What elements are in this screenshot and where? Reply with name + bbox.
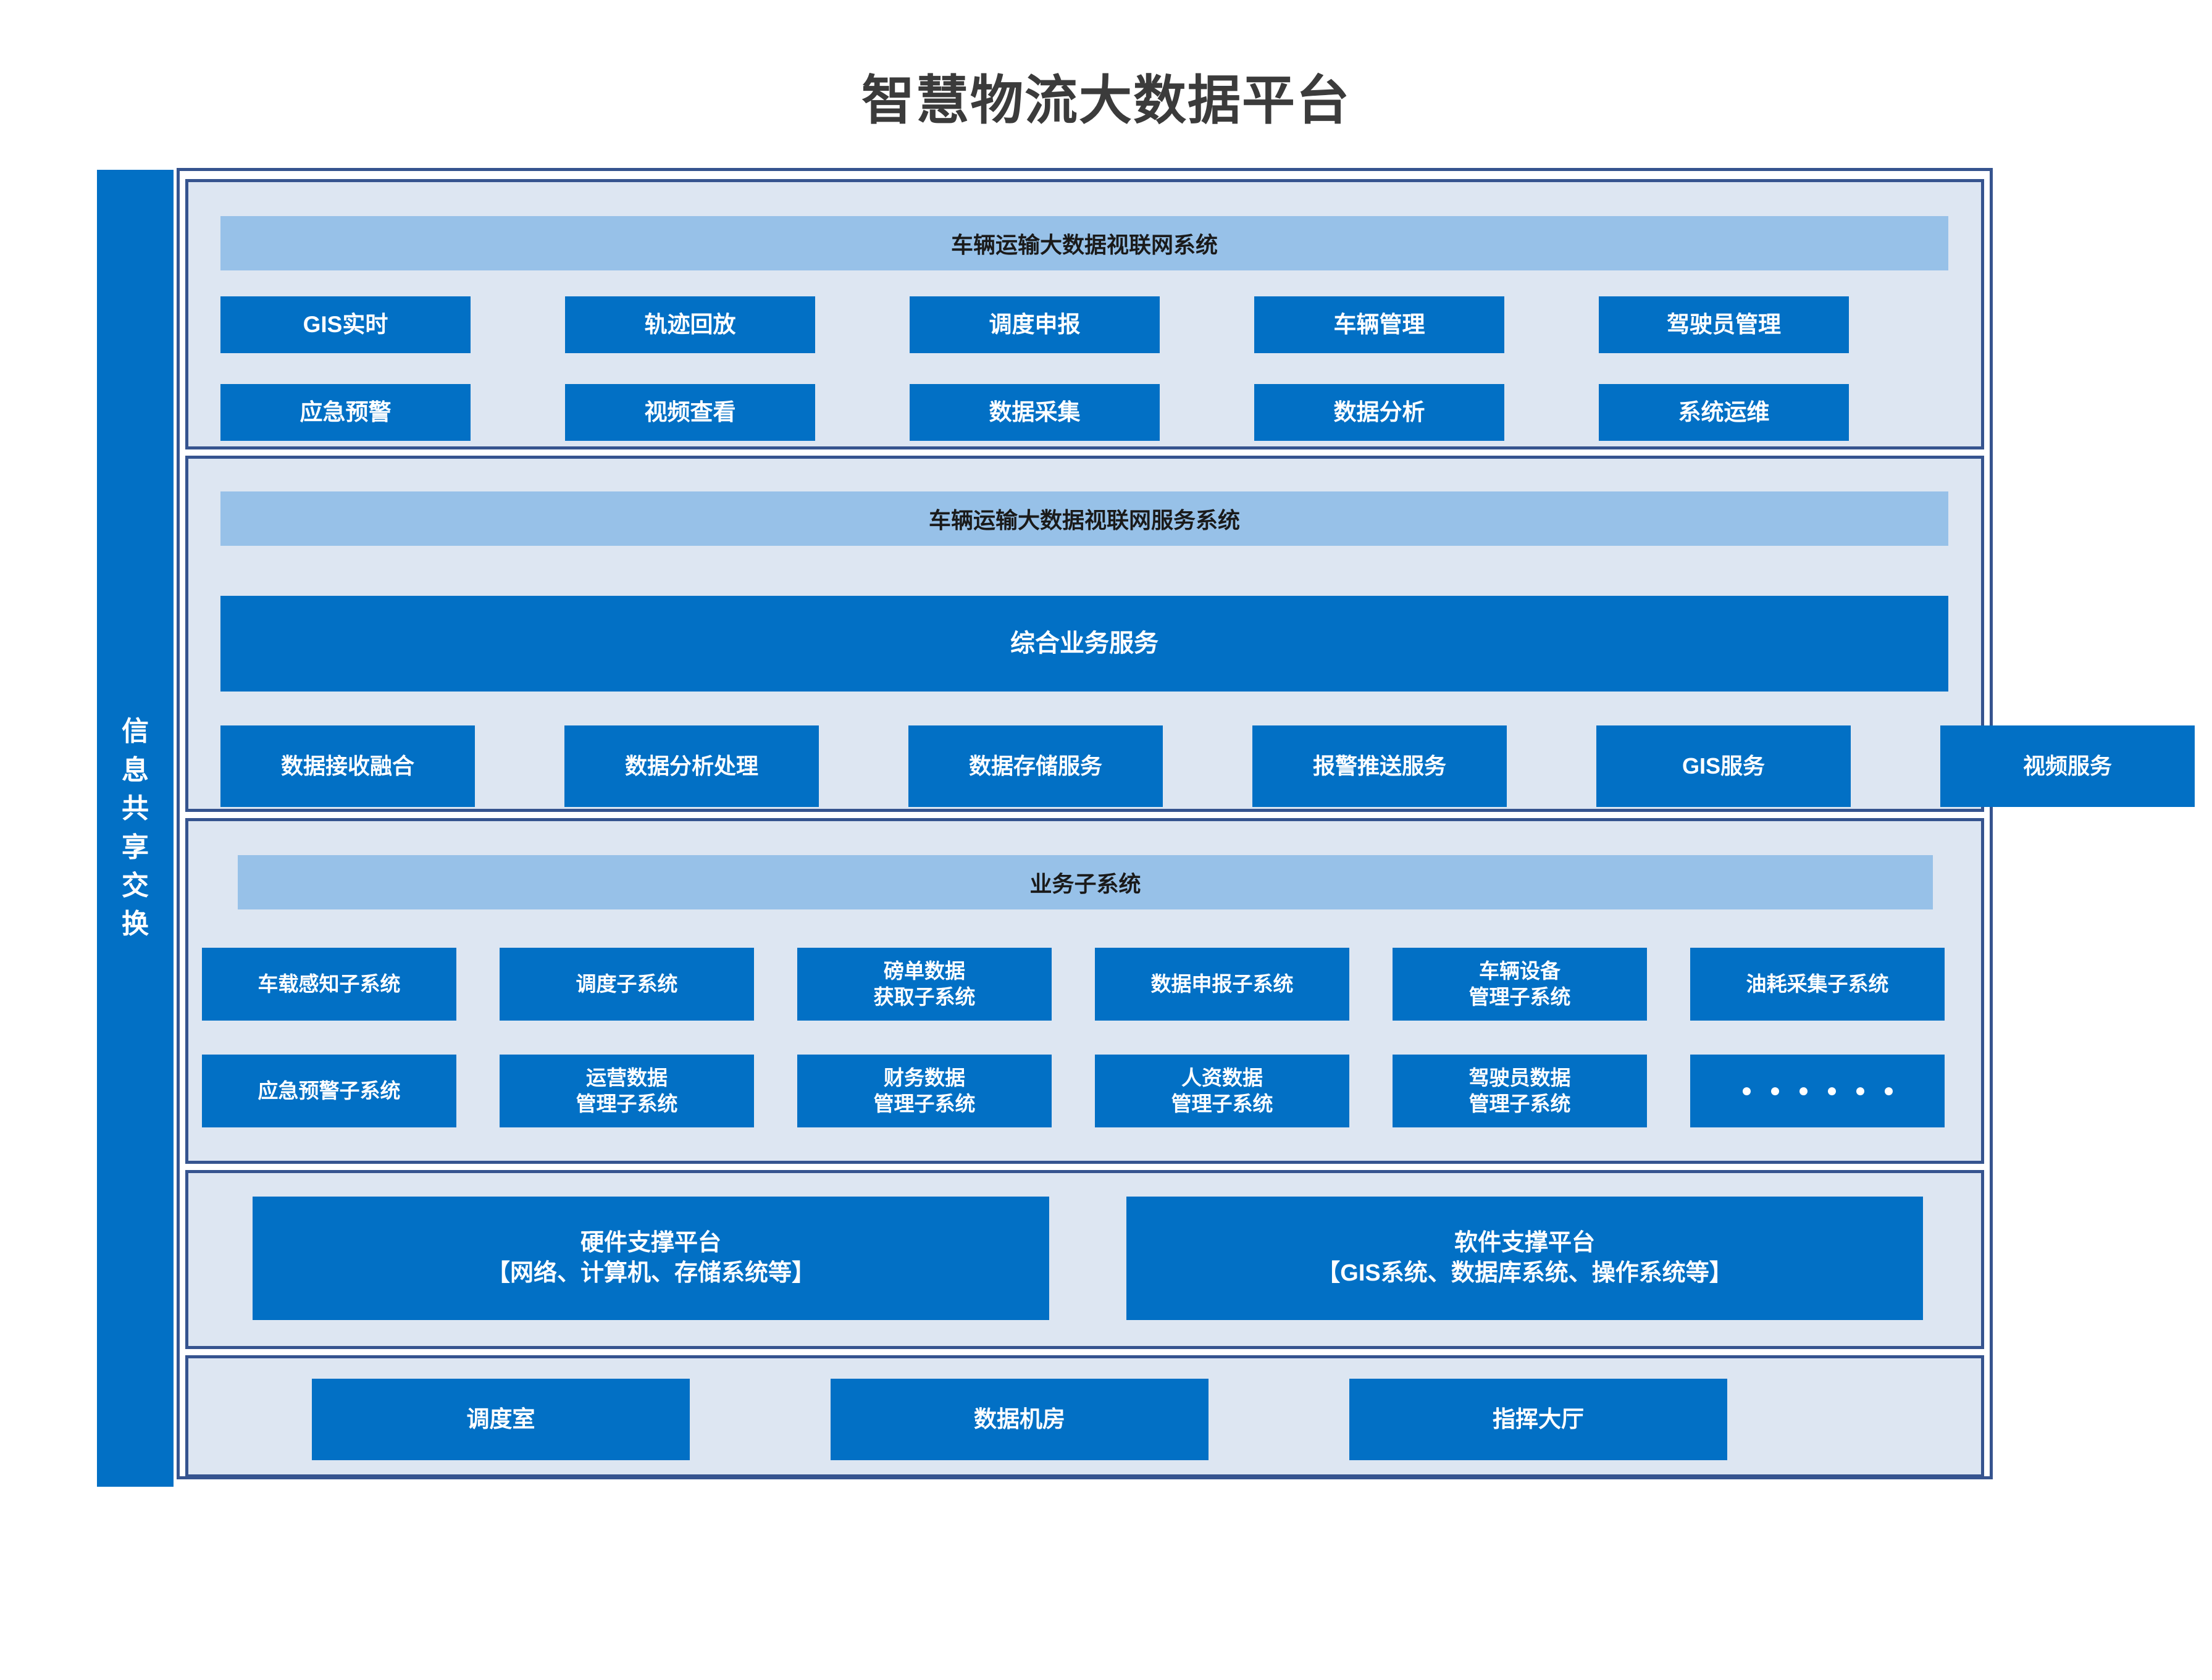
section-application-layer: 车辆运输大数据视联网系统 GIS实时 轨迹回放 调度申报 车辆管理 驾驶员管理 … — [185, 179, 1984, 449]
sub-box-operation-data-management[interactable]: 运营数据 管理子系统 — [500, 1055, 754, 1127]
sub-box-line1: 财务数据 — [884, 1066, 965, 1089]
facility-box-data-center[interactable]: 数据机房 — [831, 1379, 1209, 1460]
sidebar-char-1: 息 — [122, 754, 149, 785]
facility-box-command-hall[interactable]: 指挥大厅 — [1349, 1379, 1727, 1460]
platform-box-hardware[interactable]: 硬件支撑平台 【网络、计算机、存储系统等】 — [253, 1197, 1049, 1320]
sub-box-weighbill-data-acquisition[interactable]: 磅单数据 获取子系统 — [797, 948, 1052, 1021]
sub-box-dispatch[interactable]: 调度子系统 — [500, 948, 754, 1021]
sub-box-line1: 油耗采集子系统 — [1746, 972, 1889, 995]
app-box-emergency-alert[interactable]: 应急预警 — [220, 384, 471, 441]
platform-title: 软件支撑平台 — [1454, 1230, 1595, 1256]
sub-box-line1: 应急预警子系统 — [258, 1079, 401, 1102]
section-support-platform-layer: 硬件支撑平台 【网络、计算机、存储系统等】 软件支撑平台 【GIS系统、数据库系… — [185, 1170, 1984, 1349]
app-box-track-playback[interactable]: 轨迹回放 — [565, 296, 815, 353]
section-service-layer-band: 车辆运输大数据视联网服务系统 — [220, 491, 1948, 546]
sub-box-line1: 运营数据 — [586, 1066, 668, 1089]
sub-box-line1: 磅单数据 — [884, 959, 965, 982]
sub-box-line1: 车辆设备 — [1479, 959, 1561, 982]
app-box-vehicle-manage[interactable]: 车辆管理 — [1254, 296, 1504, 353]
platform-detail: 【GIS系统、数据库系统、操作系统等】 — [1317, 1260, 1733, 1286]
sidebar-information-sharing-exchange: 信 息 共 享 交 换 — [97, 170, 174, 1487]
sub-box-more-ellipsis[interactable] — [1690, 1055, 1945, 1127]
sub-box-line2: 管理子系统 — [576, 1092, 678, 1115]
sub-box-line1: 人资数据 — [1181, 1066, 1263, 1089]
sub-box-line1: 车载感知子系统 — [258, 972, 401, 995]
app-box-system-ops[interactable]: 系统运维 — [1599, 384, 1849, 441]
service-box-data-analysis-process[interactable]: 数据分析处理 — [564, 725, 819, 807]
ellipsis-dots-icon — [1742, 1087, 1893, 1095]
section-service-layer: 车辆运输大数据视联网服务系统 综合业务服务 数据接收融合 数据分析处理 数据存储… — [185, 456, 2195, 812]
service-box-alarm-push[interactable]: 报警推送服务 — [1252, 725, 1507, 807]
app-box-dispatch-report[interactable]: 调度申报 — [910, 296, 1160, 353]
app-box-data-collect[interactable]: 数据采集 — [910, 384, 1160, 441]
sidebar-char-2: 共 — [122, 793, 149, 824]
sidebar-char-0: 信 — [122, 716, 149, 747]
section-business-subsystem-layer: 业务子系统 车载感知子系统 调度子系统 磅单数据 获取子系统 数据申报子系统 车… — [185, 818, 1984, 1164]
app-box-video-view[interactable]: 视频查看 — [565, 384, 815, 441]
sub-box-fuel-collection[interactable]: 油耗采集子系统 — [1690, 948, 1945, 1021]
app-box-gis-realtime[interactable]: GIS实时 — [220, 296, 471, 353]
app-box-driver-manage[interactable]: 驾驶员管理 — [1599, 296, 1849, 353]
facility-box-dispatch-room[interactable]: 调度室 — [312, 1379, 690, 1460]
service-box-integrated-business[interactable]: 综合业务服务 — [220, 596, 1948, 692]
service-box-data-receive-fusion[interactable]: 数据接收融合 — [220, 725, 475, 807]
service-box-gis[interactable]: GIS服务 — [1596, 725, 1851, 807]
app-box-data-analysis[interactable]: 数据分析 — [1254, 384, 1504, 441]
sub-box-line2: 管理子系统 — [1171, 1092, 1273, 1115]
section-business-subsystem-band: 业务子系统 — [238, 855, 1933, 909]
sidebar-char-3: 享 — [122, 832, 149, 863]
platform-title: 硬件支撑平台 — [580, 1230, 721, 1256]
sub-box-line1: 调度子系统 — [576, 972, 678, 995]
sub-box-data-declaration[interactable]: 数据申报子系统 — [1095, 948, 1349, 1021]
sidebar-vertical-label: 信 息 共 享 交 换 — [122, 713, 149, 944]
page-title: 智慧物流大数据平台 — [861, 71, 1351, 130]
service-box-data-storage[interactable]: 数据存储服务 — [908, 725, 1163, 807]
sub-box-driver-data-management[interactable]: 驾驶员数据 管理子系统 — [1393, 1055, 1647, 1127]
section-application-layer-band: 车辆运输大数据视联网系统 — [220, 216, 1948, 270]
sub-box-line1: 驾驶员数据 — [1468, 1066, 1571, 1089]
sub-box-line1: 数据申报子系统 — [1150, 972, 1294, 995]
sub-box-line2: 管理子系统 — [1468, 985, 1571, 1008]
sidebar-char-4: 交 — [122, 870, 149, 901]
platform-detail: 【网络、计算机、存储系统等】 — [486, 1260, 815, 1286]
sub-box-line2: 管理子系统 — [1468, 1092, 1571, 1115]
sub-box-line2: 管理子系统 — [873, 1092, 976, 1115]
sub-box-finance-data-management[interactable]: 财务数据 管理子系统 — [797, 1055, 1052, 1127]
section-facility-layer: 调度室 数据机房 指挥大厅 — [185, 1355, 1984, 1477]
service-box-video[interactable]: 视频服务 — [1940, 725, 2195, 807]
sub-box-hr-data-management[interactable]: 人资数据 管理子系统 — [1095, 1055, 1349, 1127]
platform-box-software[interactable]: 软件支撑平台 【GIS系统、数据库系统、操作系统等】 — [1126, 1197, 1923, 1320]
sidebar-char-5: 换 — [122, 909, 149, 940]
sub-box-line2: 获取子系统 — [873, 985, 976, 1008]
sub-box-vehicle-equipment-management[interactable]: 车辆设备 管理子系统 — [1393, 948, 1647, 1021]
sub-box-emergency-alert[interactable]: 应急预警子系统 — [202, 1055, 456, 1127]
sub-box-onboard-sensing[interactable]: 车载感知子系统 — [202, 948, 456, 1021]
